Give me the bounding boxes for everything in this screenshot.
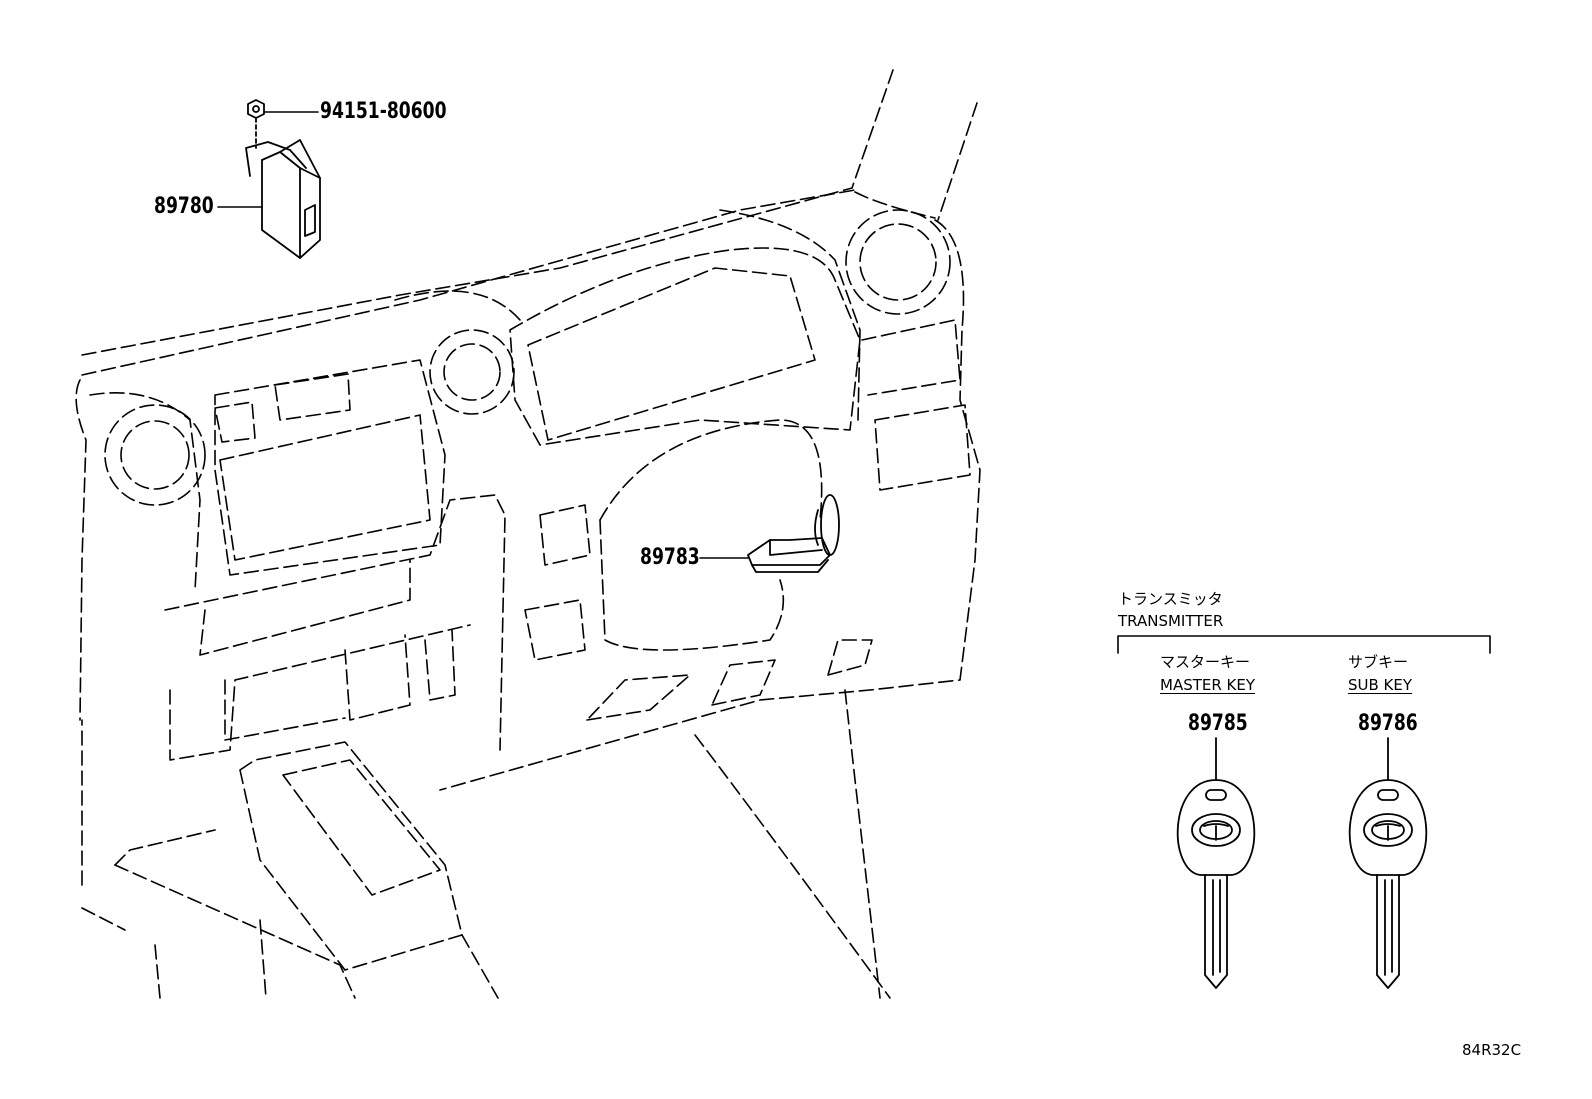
transmitter-heading-jp: トランスミッタ: [1118, 590, 1223, 608]
master-key-label-jp: マスターキー: [1160, 653, 1251, 671]
part-number-89780: 89780: [154, 194, 214, 219]
sub-key-drawing: [1348, 737, 1428, 989]
part-number-89785: 89785: [1188, 711, 1248, 736]
sub-key-label-en: SUB KEY: [1348, 676, 1413, 694]
figure-code: 84R32C: [1462, 1041, 1522, 1059]
part-number-94151-80600: 94151-80600: [320, 99, 447, 124]
transmitter-bracket: [1117, 635, 1491, 654]
transmitter-heading-en: TRANSMITTER: [1118, 612, 1224, 630]
part-number-89783: 89783: [640, 545, 700, 570]
master-key-label-en: MASTER KEY: [1160, 676, 1256, 694]
part-number-89786: 89786: [1358, 711, 1418, 736]
master-key-drawing: [1176, 737, 1256, 989]
sub-key-label-jp: サブキー: [1348, 653, 1409, 671]
